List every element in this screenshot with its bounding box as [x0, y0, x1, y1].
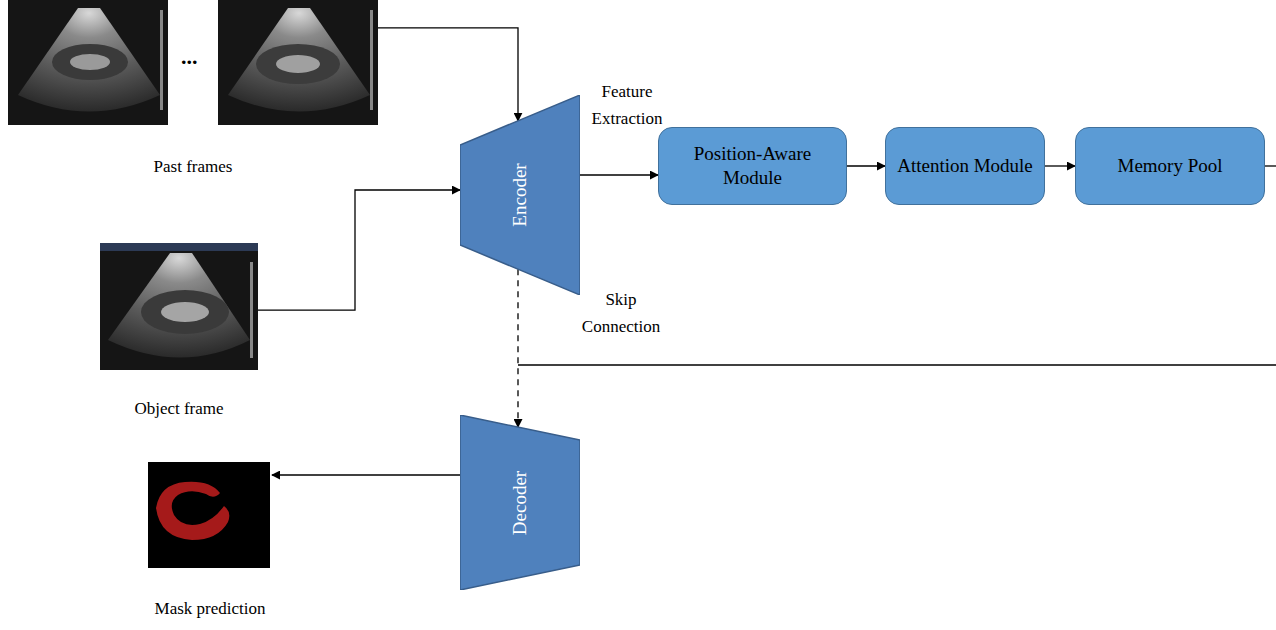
ultrasound-fan	[18, 8, 160, 112]
memory-return-line	[518, 364, 1276, 365]
kidney-sinus	[161, 302, 209, 322]
kidney-mask	[156, 482, 229, 540]
process-box: Position-Aware Module	[658, 127, 847, 205]
frame-ground	[100, 243, 258, 370]
kidney-shape	[141, 290, 229, 334]
image-caption: Object frame	[134, 398, 223, 420]
kidney-sinus	[276, 55, 320, 73]
ellipsis-mark: ...	[181, 44, 198, 70]
dashed-arrow	[517, 269, 518, 427]
block-label: Decoder	[509, 470, 531, 534]
kidney-shape	[256, 44, 340, 84]
edge-label: Skip Connection	[566, 286, 676, 340]
flow-arrow	[847, 165, 885, 166]
flow-arrow	[580, 174, 658, 175]
decoder-block: Decoder	[460, 415, 580, 590]
scale-bar	[370, 10, 373, 110]
box-label: Position-Aware Module	[667, 142, 838, 190]
box-label: Attention Module	[897, 154, 1033, 178]
memory-out-line	[1265, 165, 1276, 166]
ultrasound-fan	[108, 253, 250, 358]
process-box: Attention Module	[885, 127, 1045, 205]
flow-arrow	[1045, 165, 1075, 166]
image-caption: Mask prediction	[155, 598, 266, 620]
scale-bar	[250, 262, 253, 358]
scale-bar	[160, 10, 163, 110]
image-caption: Past frames	[154, 156, 233, 178]
flow-arrow	[378, 28, 518, 121]
image-group: Past frames	[8, 0, 378, 178]
image-group: Object frame	[100, 243, 258, 420]
block-label: Encoder	[509, 163, 531, 226]
mask-image	[148, 462, 270, 568]
past-frame-image	[8, 0, 168, 125]
frame-ground	[218, 0, 378, 125]
trapezoid-outline	[460, 95, 580, 295]
flow-arrow	[272, 474, 460, 475]
ultrasound-fan	[228, 8, 370, 112]
encoder-block: Encoder	[460, 95, 580, 295]
mask-ground	[148, 462, 270, 568]
object-frame-image	[100, 243, 258, 370]
past-frame-image	[218, 0, 378, 125]
kidney-shape	[52, 44, 128, 80]
frame-header	[100, 243, 258, 251]
flow-arrow	[258, 190, 460, 310]
image-group: Mask prediction	[140, 462, 280, 620]
kidney-sinus	[70, 54, 110, 70]
trapezoid-outline	[460, 415, 580, 590]
edge-label: Feature Extraction	[582, 78, 672, 132]
box-label: Memory Pool	[1117, 154, 1222, 178]
frame-ground	[8, 0, 168, 125]
process-box: Memory Pool	[1075, 127, 1265, 205]
